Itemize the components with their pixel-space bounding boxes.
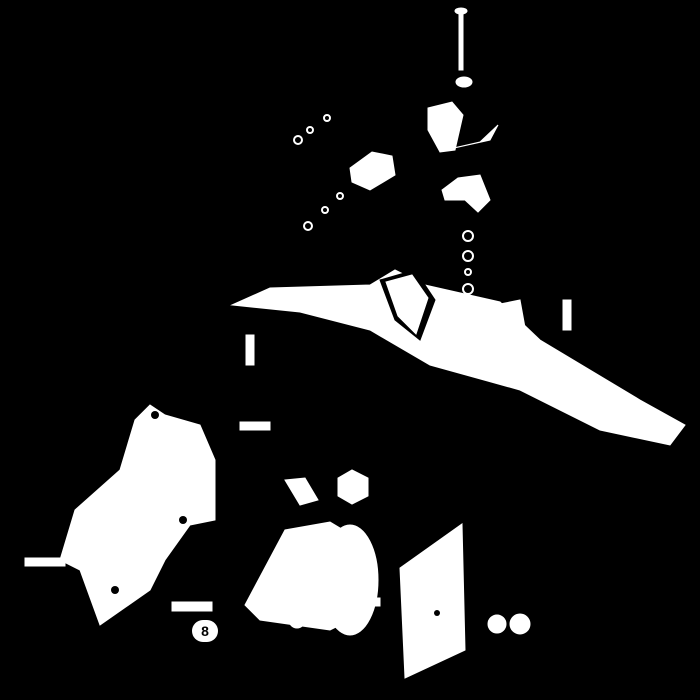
top-stud — [454, 7, 473, 88]
part-callout-8: 8 — [192, 620, 218, 642]
crossmember — [230, 269, 686, 446]
square-plate — [349, 151, 396, 191]
fasteners-lower — [24, 557, 531, 635]
upper-mount-bracket — [427, 101, 499, 213]
fasteners-upper — [293, 114, 474, 295]
rubber-mount — [244, 469, 381, 636]
fasteners-side — [239, 299, 572, 431]
shim-plate — [399, 523, 466, 679]
engine-bracket — [59, 404, 216, 626]
